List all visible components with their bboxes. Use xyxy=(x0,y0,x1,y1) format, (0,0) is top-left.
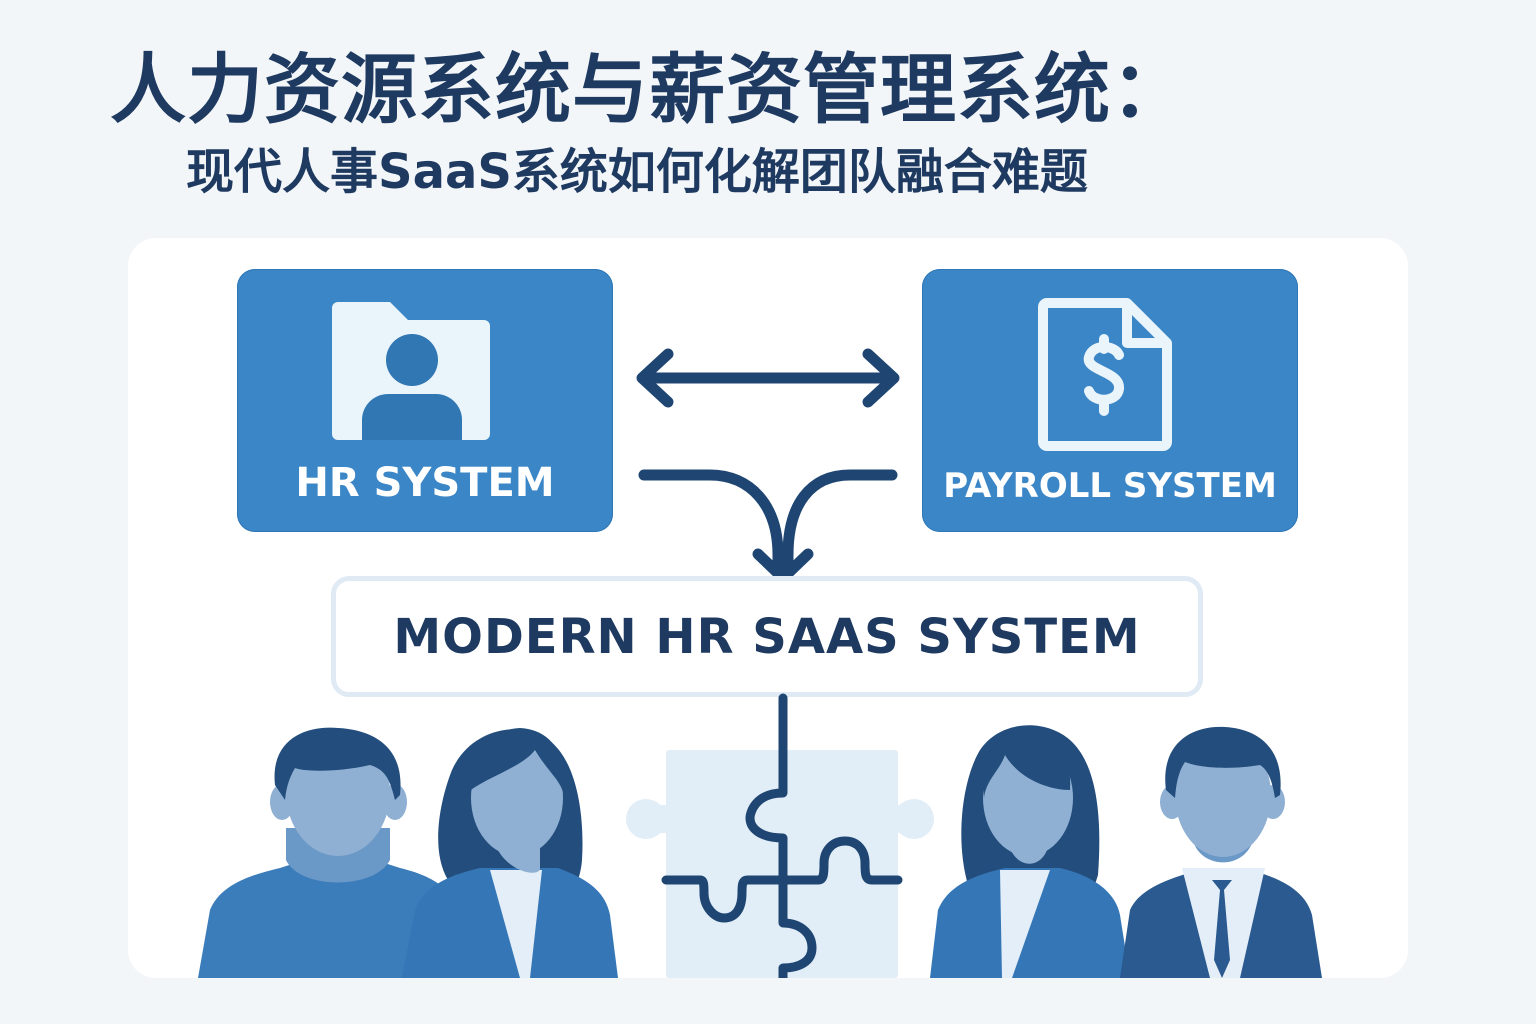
modern-hr-saas-label: MODERN HR SAAS SYSTEM xyxy=(393,608,1141,665)
woman-blazer-figure xyxy=(402,728,618,978)
woman-blazer-figure xyxy=(930,725,1130,978)
bidirectional-arrow-icon xyxy=(636,348,900,408)
merge-arrow-icon xyxy=(638,469,898,584)
team-members-right xyxy=(920,710,1360,978)
hr-system-label: HR SYSTEM xyxy=(295,460,555,506)
page-subtitle: 现代人事SaaS系统如何化解团队融合难题 xyxy=(186,144,1088,200)
payroll-system-label: PAYROLL SYSTEM xyxy=(943,466,1277,506)
hr-system-node: HR SYSTEM xyxy=(237,269,613,532)
page-title: 人力资源系统与薪资管理系统： xyxy=(110,45,1188,134)
dollar-document-icon xyxy=(1037,297,1177,452)
payroll-system-node: PAYROLL SYSTEM xyxy=(922,269,1298,532)
modern-hr-saas-node: MODERN HR SAAS SYSTEM xyxy=(331,576,1203,697)
puzzle-icon xyxy=(600,693,950,978)
man-suit-figure xyxy=(1120,726,1322,978)
team-members-left xyxy=(190,710,630,978)
connector-arrows xyxy=(620,330,920,590)
man-casual-figure xyxy=(198,727,466,978)
person-folder-icon xyxy=(332,302,492,442)
